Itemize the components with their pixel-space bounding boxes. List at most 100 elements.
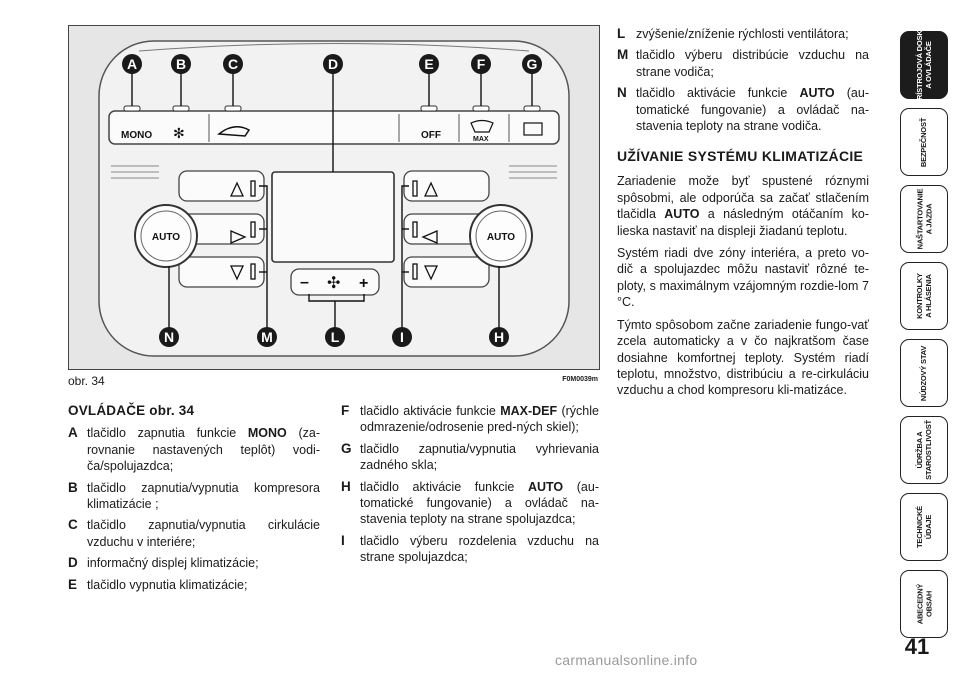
tab-technical-data[interactable]: TECHNICKÉ ÚDAJE xyxy=(892,490,960,566)
tab-label: BEZPEČNOSŤ xyxy=(919,117,929,167)
callout-circle xyxy=(392,327,412,347)
off-button-label: OFF xyxy=(421,130,441,141)
item-text: tlačidlo zapnutia/vypnutia vyhrievania z… xyxy=(360,441,599,473)
tab-emergency[interactable]: NÚDZOVÝ STAV xyxy=(892,336,960,412)
right-auto-knob xyxy=(469,204,533,268)
tab-label: NÚDZOVÝ STAV xyxy=(919,345,929,401)
callout-letter: D xyxy=(328,56,338,72)
figure-code: F0M0039m xyxy=(562,376,598,383)
item-text: tlačidlo zapnutia/vypnutia kompresora kl… xyxy=(87,480,320,512)
callout-letter: I xyxy=(400,329,404,345)
tab-label: ABECEDNÝ OBSAH xyxy=(915,583,933,625)
item-key: H xyxy=(341,478,351,494)
climate-control-figure: MONO ✻ OFF MAX xyxy=(68,25,600,370)
tab-label: PRÍSTROJOVÁ DOSKA A OVLÁDAČE xyxy=(915,25,933,105)
svg-text:–: – xyxy=(300,274,309,291)
callout-circle xyxy=(159,327,179,347)
fan-icon: ✣ xyxy=(327,275,340,292)
callout-circle xyxy=(223,54,243,74)
callout-letter: M xyxy=(261,329,273,345)
page-number: 41 xyxy=(904,634,930,659)
recirculation-icon xyxy=(217,126,251,137)
mono-button-label: MONO xyxy=(121,130,152,141)
paragraph: Zariadenie može byť spustené róznymi spô… xyxy=(617,174,870,238)
callout-letter: F xyxy=(477,56,486,72)
tab-safety[interactable]: BEZPEČNOSŤ xyxy=(892,105,960,181)
callout-letter: N xyxy=(164,329,174,345)
ac-snowflake-icon: ✻ xyxy=(173,125,185,141)
windshield-defrost-icon xyxy=(470,119,494,133)
callout-letter: L xyxy=(331,329,340,345)
tab-maintenance[interactable]: ÚDRŽBA A STAROSTLIVOSŤ xyxy=(892,413,960,489)
left-auto-knob xyxy=(134,204,198,268)
callout-letter: C xyxy=(228,56,238,72)
item-key: E xyxy=(68,576,78,592)
tab-label: TECHNICKÉ ÚDAJE xyxy=(914,506,933,548)
tab-label: ÚDRŽBA A STAROSTLIVOSŤ xyxy=(915,420,934,480)
max-button-label: MAX xyxy=(473,136,489,143)
item-key: N xyxy=(617,85,627,101)
tab-instrument-panel[interactable]: PRÍSTROJOVÁ DOSKA A OVLÁDAČE xyxy=(892,25,960,105)
callout-circle xyxy=(419,54,439,74)
callout-circle xyxy=(325,327,345,347)
display-screen xyxy=(271,171,395,263)
item-key: A xyxy=(68,425,78,441)
item-text: tlačidlo zapnutia funkcie MONO (za-rovna… xyxy=(87,426,320,474)
item-key: L xyxy=(617,26,626,41)
item-text: tlačidlo aktivácie funkcie MAX-DEF (rých… xyxy=(360,404,599,435)
callout-circle xyxy=(489,327,509,347)
section-title: UŽÍVANIE SYSTÉMU KLIMATIZÁCIE xyxy=(617,148,864,165)
item-text: tlačidlo zapnutia/vypnutia cirkulácie vz… xyxy=(87,518,320,549)
callout-letter: B xyxy=(176,56,186,72)
figure-caption-label: obr. 34 xyxy=(68,374,105,388)
item-text: tlačidlo vypnutia klimatizácie; xyxy=(87,577,248,592)
tab-warning-lights[interactable]: KONTROLKY A HLÁSENIA xyxy=(892,259,960,335)
callout-circle xyxy=(522,54,542,74)
item-text: informačný displej klimatizácie; xyxy=(87,556,259,571)
callout-circle xyxy=(257,327,277,347)
tab-starting-driving[interactable]: NAŠTARTOVANIE A JAZDA xyxy=(892,182,960,258)
paragraph: Týmto spôsobom začne zariadenie fungo-va… xyxy=(617,317,869,398)
svg-text:+: + xyxy=(359,275,368,292)
item-key: F xyxy=(341,403,350,418)
callout-circle xyxy=(471,54,491,74)
callout-markers: A B C D E F G N M L I H xyxy=(122,54,542,347)
tab-index[interactable]: ABECEDNÝ OBSAH xyxy=(892,567,960,643)
paragraph: Systém riadi dve zóny interiéra, a preto… xyxy=(617,246,869,310)
callout-letter: A xyxy=(127,56,137,72)
right-auto-label: AUTO xyxy=(487,232,515,243)
watermark: carmanualsonline.info xyxy=(555,652,698,668)
callout-letter: H xyxy=(494,329,504,345)
item-text: tlačidlo aktivácie funkcie AUTO (au-toma… xyxy=(636,86,869,134)
item-text: tlačidlo aktivácie funkcie AUTO (au-toma… xyxy=(360,479,599,527)
rear-defrost-icon xyxy=(523,122,543,136)
item-text: zvýšenie/zníženie rýchlosti ventilátora; xyxy=(636,27,849,41)
item-text: tlačidlo výberu distribúcie vzduchu na s… xyxy=(636,48,869,79)
item-key: M xyxy=(617,47,629,63)
tab-label: KONTROLKY A HLÁSENIA xyxy=(915,273,934,319)
chapter-sidebar: PRÍSTROJOVÁ DOSKA A OVLÁDAČE BEZPEČNOSŤ … xyxy=(892,0,960,677)
item-key: G xyxy=(341,440,352,456)
item-key: C xyxy=(68,517,78,533)
figure-caption: obr. 34 F0M0039m xyxy=(68,374,600,388)
callout-circle xyxy=(122,54,142,74)
item-key: D xyxy=(68,555,78,571)
callout-letter: G xyxy=(527,56,538,72)
item-key: B xyxy=(68,479,78,495)
callout-letter: E xyxy=(424,56,433,72)
climate-panel-drawing: MONO ✻ OFF MAX xyxy=(98,40,570,357)
